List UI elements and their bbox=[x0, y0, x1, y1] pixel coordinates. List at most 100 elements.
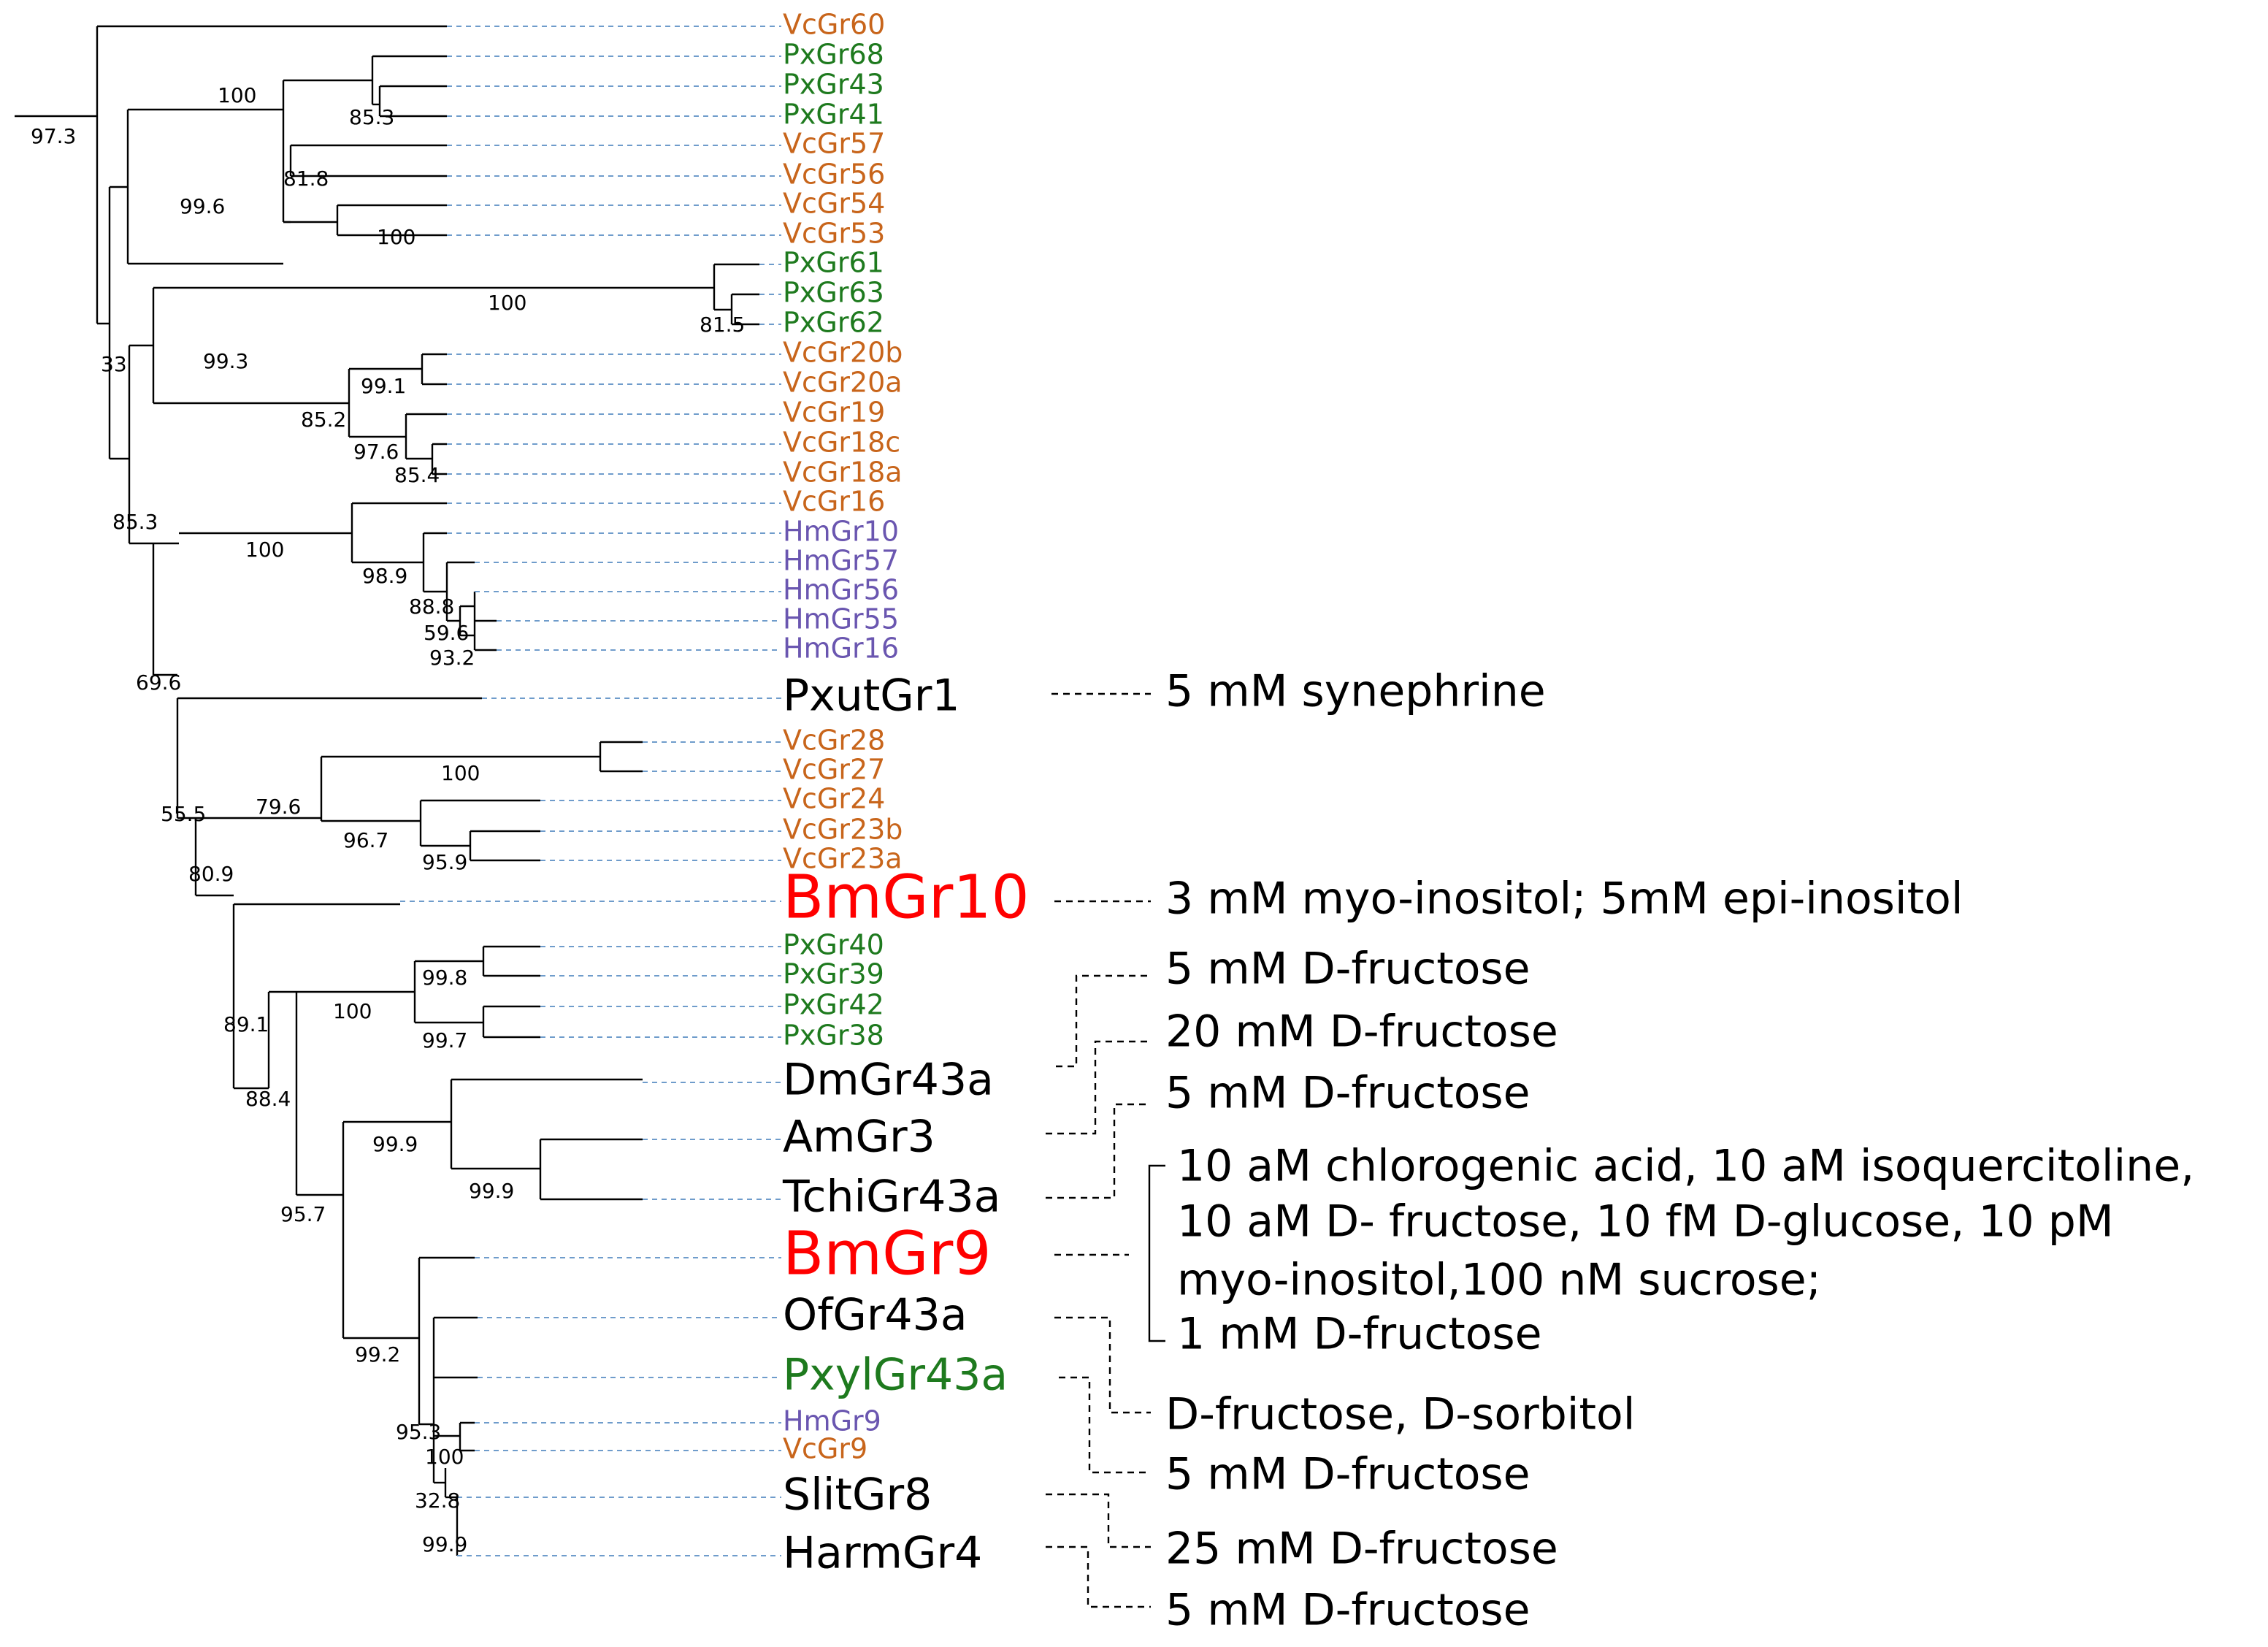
ligand-annotation: 10 aM D- fructose, 10 fM D-glucose, 10 p… bbox=[1177, 1196, 2114, 1247]
leaf-label: TchiGr43a bbox=[782, 1172, 1000, 1223]
leaf-label: VcGr18c bbox=[783, 427, 900, 459]
leaf-label: VcGr9 bbox=[783, 1433, 867, 1465]
support-value: 32.8 bbox=[415, 1489, 460, 1513]
support-value: 85.3 bbox=[112, 510, 158, 534]
ligand-annotation: 5 mM D-fructose bbox=[1165, 944, 1530, 995]
leaf-label: VcGr24 bbox=[783, 783, 885, 815]
support-value: 33 bbox=[101, 352, 127, 376]
support-value: 100 bbox=[425, 1445, 464, 1469]
support-value: 99.3 bbox=[203, 349, 248, 373]
leaf-label: VcGr28 bbox=[783, 725, 885, 757]
support-value: 96.7 bbox=[343, 828, 388, 852]
ligand-bracket bbox=[1148, 1164, 1165, 1342]
ligand-annotation: 3 mM myo-inositol; 5mM epi-inositol bbox=[1165, 874, 1964, 925]
leaf-label: SlitGr8 bbox=[783, 1470, 932, 1521]
support-value: 97.6 bbox=[353, 440, 399, 464]
leaf-label: VcGr19 bbox=[783, 397, 885, 429]
support-value: 81.8 bbox=[283, 167, 329, 191]
ligand-connectors bbox=[1046, 692, 1151, 1608]
support-value: 100 bbox=[218, 83, 256, 107]
support-value: 85.2 bbox=[301, 408, 346, 432]
support-value: 93.2 bbox=[429, 646, 475, 670]
support-value: 81.5 bbox=[700, 313, 745, 337]
leaf-label: PxGr38 bbox=[783, 1020, 884, 1052]
support-value: 85.3 bbox=[349, 105, 394, 129]
support-value: 85.4 bbox=[394, 463, 440, 487]
support-value: 59.6 bbox=[424, 621, 469, 645]
support-value: 99.6 bbox=[180, 194, 225, 218]
ligand-annotation: D-fructose, D-sorbitol bbox=[1165, 1389, 1635, 1440]
leaf-label: OfGr43a bbox=[783, 1290, 968, 1341]
ligand-annotation: 1 mM D-fructose bbox=[1177, 1309, 1542, 1360]
ligand-annotation: 20 mM D-fructose bbox=[1165, 1006, 1558, 1058]
leaf-label: PxGr39 bbox=[783, 958, 884, 990]
support-value: 98.9 bbox=[362, 564, 407, 588]
leaf-label: HmGr55 bbox=[783, 603, 899, 635]
support-value: 99.8 bbox=[422, 966, 467, 990]
leaf-label: VcGr53 bbox=[783, 218, 885, 250]
leaf-label: HmGr57 bbox=[783, 545, 899, 577]
support-value: 95.9 bbox=[422, 850, 467, 874]
support-value: 99.2 bbox=[355, 1342, 400, 1367]
leaf-label: BmGr10 bbox=[783, 863, 1030, 932]
leaf-label: PxutGr1 bbox=[783, 670, 960, 722]
leaf-label: PxylGr43a bbox=[783, 1350, 1008, 1401]
ligand-annotation: 5 mM D-fructose bbox=[1165, 1449, 1530, 1500]
leaf-label: DmGr43a bbox=[783, 1055, 994, 1106]
support-value: 97.3 bbox=[31, 124, 76, 148]
support-value: 99.9 bbox=[372, 1132, 418, 1156]
leaf-label: AmGr3 bbox=[783, 1112, 935, 1163]
support-value: 100 bbox=[377, 225, 415, 249]
ligand-annotation: 5 mM D-fructose bbox=[1165, 1068, 1530, 1119]
leaf-label: VcGr20a bbox=[783, 367, 903, 399]
leaf-label: HarmGr4 bbox=[783, 1528, 982, 1579]
leaf-label: VcGr54 bbox=[783, 188, 885, 220]
leaf-label: VcGr23a bbox=[783, 843, 903, 875]
support-value: 99.9 bbox=[469, 1179, 514, 1203]
leaf-label: PxGr40 bbox=[783, 929, 884, 961]
leaf-label: HmGr9 bbox=[783, 1405, 881, 1437]
support-value: 99.1 bbox=[361, 374, 406, 398]
leaf-label: PxGr61 bbox=[783, 247, 884, 279]
ligand-annotation: 5 mM synephrine bbox=[1165, 666, 1546, 717]
support-value: 100 bbox=[245, 538, 284, 562]
support-value: 89.1 bbox=[223, 1012, 269, 1036]
leaf-label: HmGr16 bbox=[783, 633, 899, 665]
leaf-label: PxGr68 bbox=[783, 39, 884, 71]
support-value: 88.4 bbox=[245, 1087, 291, 1111]
ligand-labels: 5 mM synephrine 3 mM myo-inositol; 5mM ep… bbox=[1165, 666, 2194, 1636]
support-value: 95.3 bbox=[396, 1420, 441, 1444]
ligand-annotation: 25 mM D-fructose bbox=[1165, 1524, 1558, 1575]
leaf-label: BmGr9 bbox=[783, 1219, 992, 1288]
leaf-label: HmGr10 bbox=[783, 516, 899, 548]
ligand-annotation: 5 mM D-fructose bbox=[1165, 1585, 1530, 1636]
support-value: 55.5 bbox=[161, 802, 206, 826]
support-value: 88.8 bbox=[409, 595, 454, 619]
support-value: 99.7 bbox=[422, 1028, 467, 1052]
leaf-label: VcGr16 bbox=[783, 486, 885, 518]
leaf-label: PxGr62 bbox=[783, 307, 884, 339]
leaf-label: VcGr20b bbox=[783, 337, 903, 369]
leaf-label: PxGr63 bbox=[783, 277, 884, 309]
ligand-annotation: myo-inositol,100 nM sucrose; bbox=[1177, 1255, 1821, 1306]
support-value: 69.6 bbox=[136, 670, 181, 695]
leaf-label: VcGr27 bbox=[783, 754, 885, 786]
leaf-guide-lines bbox=[400, 26, 781, 1556]
support-labels: 97.3 100 85.3 81.8 99.6 100 100 81.5 33 99.3 99.1 8… bbox=[31, 83, 745, 1556]
leaf-label: VcGr60 bbox=[783, 9, 885, 41]
leaf-label: PxGr43 bbox=[783, 69, 884, 101]
ligand-annotation: 10 aM chlorogenic acid, 10 aM isoquercit… bbox=[1177, 1141, 2194, 1192]
leaf-label: HmGr56 bbox=[783, 574, 899, 606]
leaf-label: PxGr41 bbox=[783, 99, 884, 131]
leaf-labels: VcGr60PxGr68PxGr43PxGr41VcGr57VcGr56VcGr… bbox=[782, 9, 1030, 1579]
leaf-label: PxGr42 bbox=[783, 989, 884, 1021]
support-value: 79.6 bbox=[256, 795, 301, 819]
leaf-label: VcGr57 bbox=[783, 128, 885, 160]
leaf-label: VcGr23b bbox=[783, 814, 903, 846]
support-value: 80.9 bbox=[188, 862, 234, 886]
leaf-label: VcGr56 bbox=[783, 158, 885, 191]
support-value: 95.7 bbox=[280, 1202, 326, 1226]
tree-branches bbox=[15, 25, 759, 1556]
leaf-label: VcGr18a bbox=[783, 456, 903, 489]
